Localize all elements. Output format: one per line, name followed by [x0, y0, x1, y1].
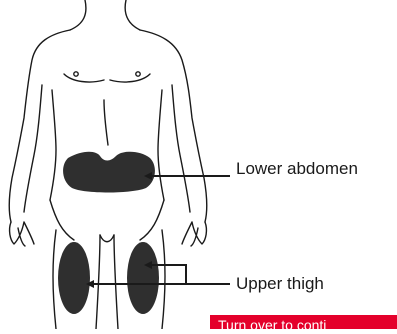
thigh-pointer-line — [150, 265, 230, 284]
right-shoulder-outline — [140, 30, 207, 222]
right-leg-inner — [114, 235, 118, 329]
turn-over-banner: Turn over to conti — [210, 315, 397, 329]
right-hand — [182, 222, 206, 246]
left-hand — [10, 222, 34, 246]
chest-line-right — [110, 74, 150, 82]
right-torso-side — [158, 90, 164, 200]
left-leg-inner — [96, 235, 100, 329]
abdomen-injection-site — [63, 152, 155, 193]
left-torso-side — [50, 90, 56, 200]
neck-line-left — [70, 0, 86, 30]
left-leg-outer — [53, 230, 56, 329]
left-shoulder-outline — [9, 30, 70, 222]
lower-abdomen-label: Lower abdomen — [236, 160, 358, 177]
right-nipple — [136, 72, 140, 76]
left-hip-line — [50, 200, 74, 240]
banner-text: Turn over to conti — [218, 318, 326, 329]
right-hip-line — [140, 200, 164, 240]
neck-line-right — [125, 0, 140, 30]
right-leg-outer — [162, 230, 165, 329]
crotch-line — [100, 235, 114, 242]
abdominal-line — [104, 100, 108, 145]
left-nipple — [74, 72, 78, 76]
upper-thigh-label: Upper thigh — [236, 275, 324, 292]
chest-line-left — [64, 74, 104, 82]
right-inner-arm — [172, 85, 190, 212]
left-inner-arm — [24, 85, 42, 212]
right-thigh-injection-site — [127, 242, 159, 314]
left-thigh-injection-site — [58, 242, 90, 314]
